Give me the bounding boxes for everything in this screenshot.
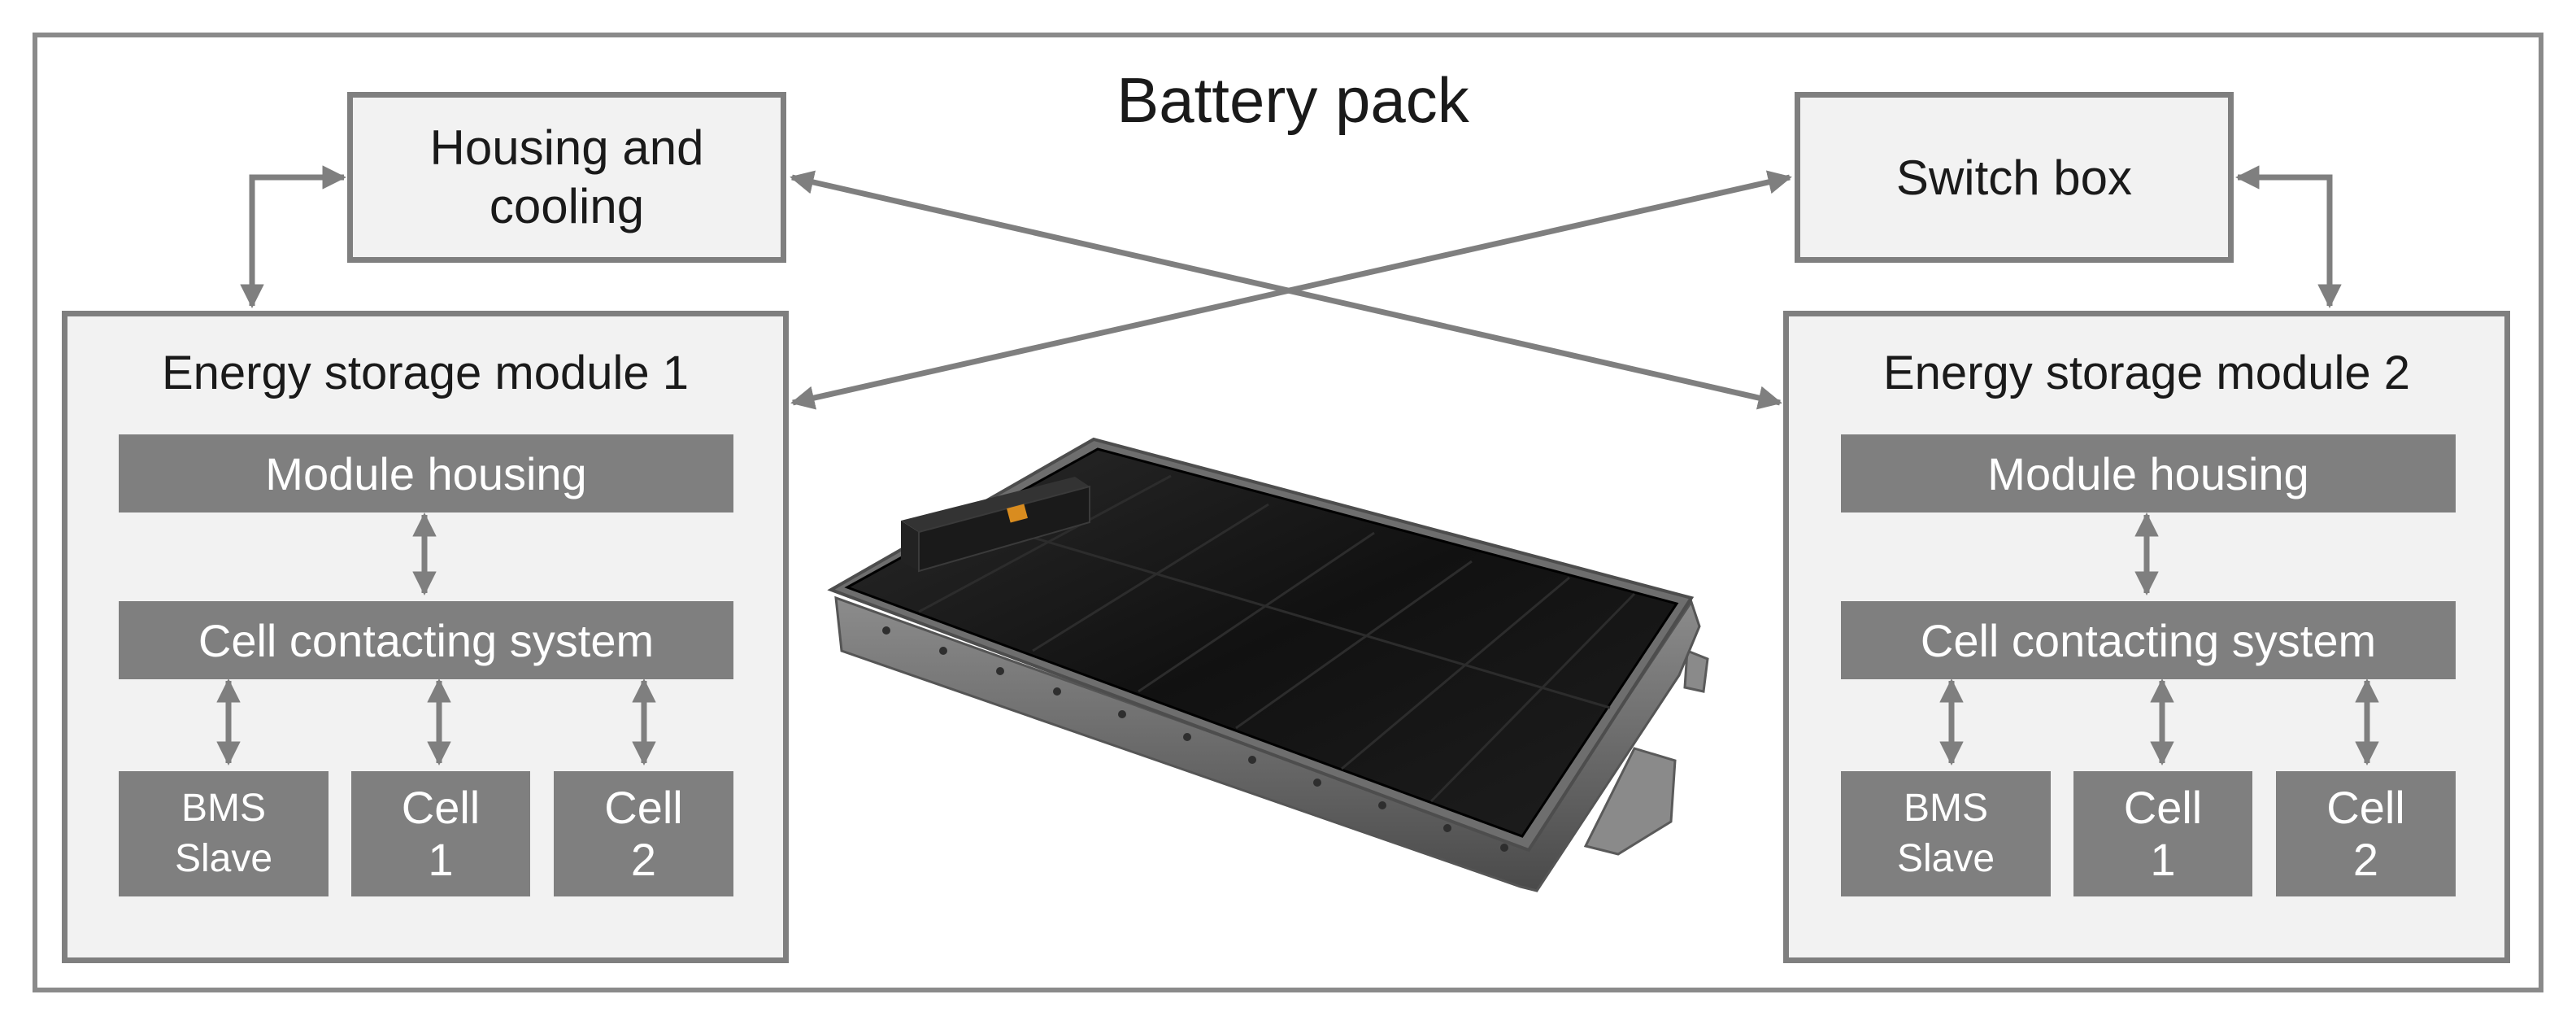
module-1-cell-2: Cell 2 [554, 771, 733, 896]
connector-arrows [216, 165, 2379, 765]
module-2-cell-contacting-bar: Cell contacting system [1841, 601, 2456, 679]
switch-box: Switch box [1795, 92, 2234, 263]
module-2-bms-slave: BMS Slave [1841, 771, 2051, 896]
battery-pack-frame [33, 33, 2543, 992]
switch-box-label: Switch box [1895, 150, 2133, 205]
module-2-cell-1-line1: Cell [2123, 782, 2203, 833]
energy-storage-module-2: Energy storage module 2 Module housing C… [1783, 311, 2510, 963]
housing-cooling-label-line2: cooling [489, 179, 645, 233]
module-1-title: Energy storage module 1 [161, 347, 690, 399]
module-2-bms-line2: Slave [1896, 837, 1995, 880]
module-1-cell-2-line2: 2 [630, 834, 657, 885]
module-1-bms-line2: Slave [174, 837, 273, 880]
module-1-housing-bar: Module housing [119, 434, 733, 512]
battery-pack-image [827, 437, 1709, 892]
module-2-cell-2-line2: 2 [2352, 834, 2379, 885]
module-1-bms-slave: BMS Slave [119, 771, 329, 896]
housing-cooling-box: Housing and cooling [347, 92, 786, 263]
module-2-cell-1-line2: 1 [2150, 834, 2176, 885]
diagram-title: Battery pack [1116, 64, 1469, 136]
module-1-cell-1: Cell 1 [351, 771, 530, 896]
module-1-cell-1-line1: Cell [401, 782, 481, 833]
arrow-housing-to-module-1 [240, 165, 346, 308]
module-2-cell-2: Cell 2 [2276, 771, 2456, 896]
module-1-cell-contacting-bar: Cell contacting system [119, 601, 733, 679]
module-2-bms-line1: BMS [1903, 787, 1988, 830]
module-1-cell-1-line2: 1 [428, 834, 454, 885]
arrow-switch-to-module-2 [2235, 165, 2342, 308]
module-2-cell-2-line1: Cell [2326, 782, 2405, 833]
module-1-cell-2-line1: Cell [604, 782, 683, 833]
arrow-switch-to-module-1 [790, 170, 1792, 410]
module-2-cell-1: Cell 1 [2073, 771, 2252, 896]
module-2-housing-bar: Module housing [1841, 434, 2456, 512]
module-1-bms-line1: BMS [181, 787, 266, 830]
energy-storage-module-1: Energy storage module 1 Module housing C… [62, 311, 789, 963]
housing-cooling-label-line1: Housing and [429, 120, 704, 175]
module-2-title: Energy storage module 2 [1882, 347, 2411, 399]
